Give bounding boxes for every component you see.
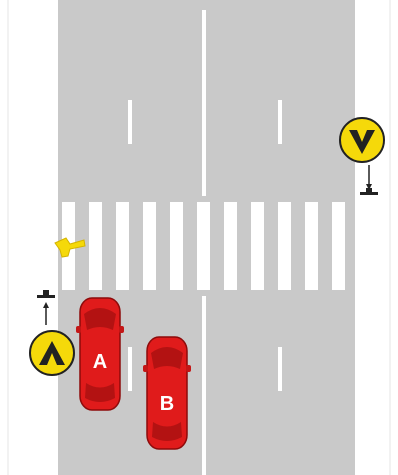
crossing-stripe (116, 202, 129, 290)
crossing-stripe (278, 202, 291, 290)
center-line-bottom (202, 296, 206, 475)
crossing-stripe (332, 202, 345, 290)
car-a-label: A (93, 351, 107, 373)
crossing-stripe (170, 202, 183, 290)
turn-arrow-up-sign-icon (30, 331, 74, 375)
left-sidewalk (0, 0, 58, 475)
right-sidewalk (355, 0, 398, 475)
car-b-label: B (160, 393, 174, 415)
lane-dash (128, 347, 132, 391)
turn-arrow-down-sign-icon (340, 118, 384, 162)
car-b: B (143, 337, 191, 449)
crossing-stripe (224, 202, 237, 290)
lane-dash (278, 347, 282, 391)
crossing-stripe (143, 202, 156, 290)
center-line-top (202, 10, 206, 196)
crossing-stripe (305, 202, 318, 290)
lane-dash (128, 100, 132, 144)
crossing-stripe (197, 202, 210, 290)
crossing-stripe (89, 202, 102, 290)
lane-dash (278, 100, 282, 144)
car-a: A (76, 298, 124, 410)
crossing-stripe (251, 202, 264, 290)
